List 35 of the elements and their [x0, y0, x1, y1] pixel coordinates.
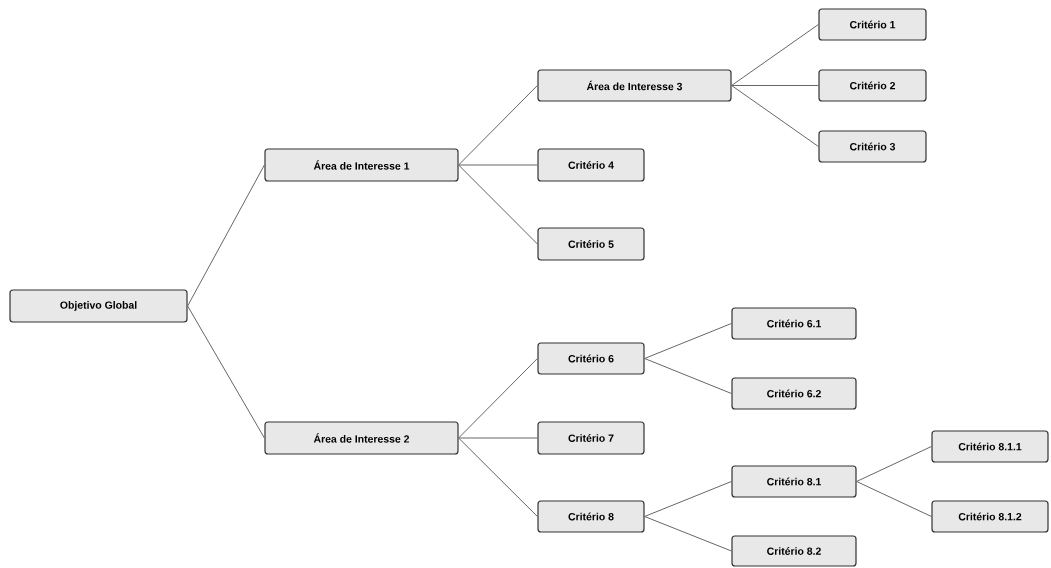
connector-line [187, 164, 265, 307]
tree-box: Critério 7 [537, 421, 645, 455]
connector-line [644, 358, 732, 394]
connector-line [644, 516, 732, 552]
connector-line [856, 481, 932, 517]
connector-line [731, 85, 819, 147]
tree-box: Critério 6.1 [731, 307, 857, 340]
connector-line [644, 323, 732, 359]
tree-box: Critério 4 [537, 148, 645, 182]
connector-line [458, 164, 538, 245]
tree-box: Critério 3 [818, 130, 927, 163]
tree-box: Critério 6.2 [731, 377, 857, 410]
tree-box: Critério 5 [537, 227, 645, 261]
connector-line [731, 24, 819, 86]
tree-box: Critério 8 [537, 500, 645, 533]
connector-line [458, 85, 538, 166]
connector-line [644, 481, 732, 517]
connector-line [731, 85, 819, 86]
tree-box: Objetivo Global [9, 289, 188, 323]
connector-line [856, 446, 932, 482]
connector-line [458, 164, 538, 166]
tree-box: Critério 8.1.1 [931, 430, 1049, 463]
connector-line [458, 437, 538, 439]
tree-box: Área de Interesse 3 [537, 69, 732, 102]
tree-box: Área de Interesse 1 [264, 148, 459, 182]
tree-box: Critério 8.1.2 [931, 500, 1049, 533]
tree-box: Critério 6 [537, 342, 645, 375]
connector-line [458, 437, 538, 517]
connector-line [458, 358, 538, 439]
tree-box: Critério 8.1 [731, 465, 857, 498]
tree-box: Área de Interesse 2 [264, 421, 459, 455]
connector-line [187, 305, 265, 439]
tree-box: Critério 8.2 [731, 535, 857, 567]
tree-box: Critério 2 [818, 69, 927, 102]
tree-box: Critério 1 [818, 8, 927, 41]
